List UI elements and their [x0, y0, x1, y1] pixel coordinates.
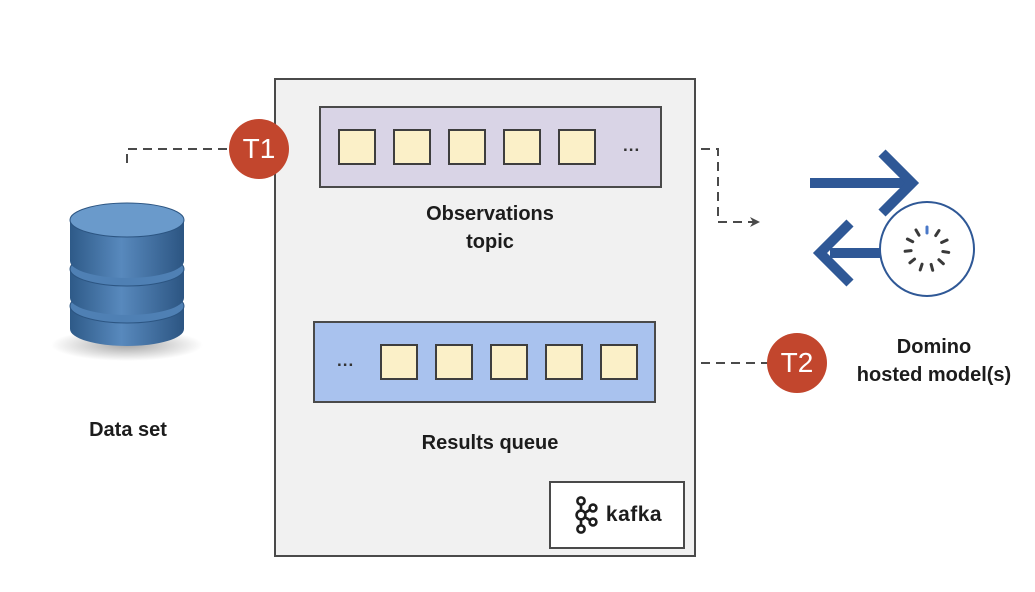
message-cell	[448, 129, 486, 165]
domino-logo-icon	[879, 201, 975, 297]
observations-ellipsis: ...	[623, 135, 641, 155]
message-cell	[503, 129, 541, 165]
kafka-logo-icon	[575, 496, 598, 534]
message-cell	[338, 129, 376, 165]
message-cell	[558, 129, 596, 165]
message-cell	[435, 344, 474, 380]
data-set-label: Data set	[89, 419, 167, 441]
t2-badge: T2	[767, 333, 827, 393]
observations-topic: ...	[319, 106, 662, 188]
message-cell	[380, 344, 419, 380]
message-cell	[545, 344, 584, 380]
kafka-logo-text: kafka	[605, 503, 663, 526]
message-cell	[490, 344, 529, 380]
kafka-logo: kafka	[549, 481, 685, 549]
exchange-arrows-icon	[810, 149, 920, 287]
results-ellipsis: ...	[337, 350, 355, 370]
results-queue-label: Results queue	[421, 432, 559, 454]
t1-badge: T1	[229, 119, 289, 179]
message-cell	[600, 344, 639, 380]
domino-model-label: Domino hosted model(s)	[856, 336, 1012, 386]
observations-topic-label: Observations topic	[426, 203, 554, 253]
results-queue: ...	[313, 321, 656, 403]
message-cell	[393, 129, 431, 165]
